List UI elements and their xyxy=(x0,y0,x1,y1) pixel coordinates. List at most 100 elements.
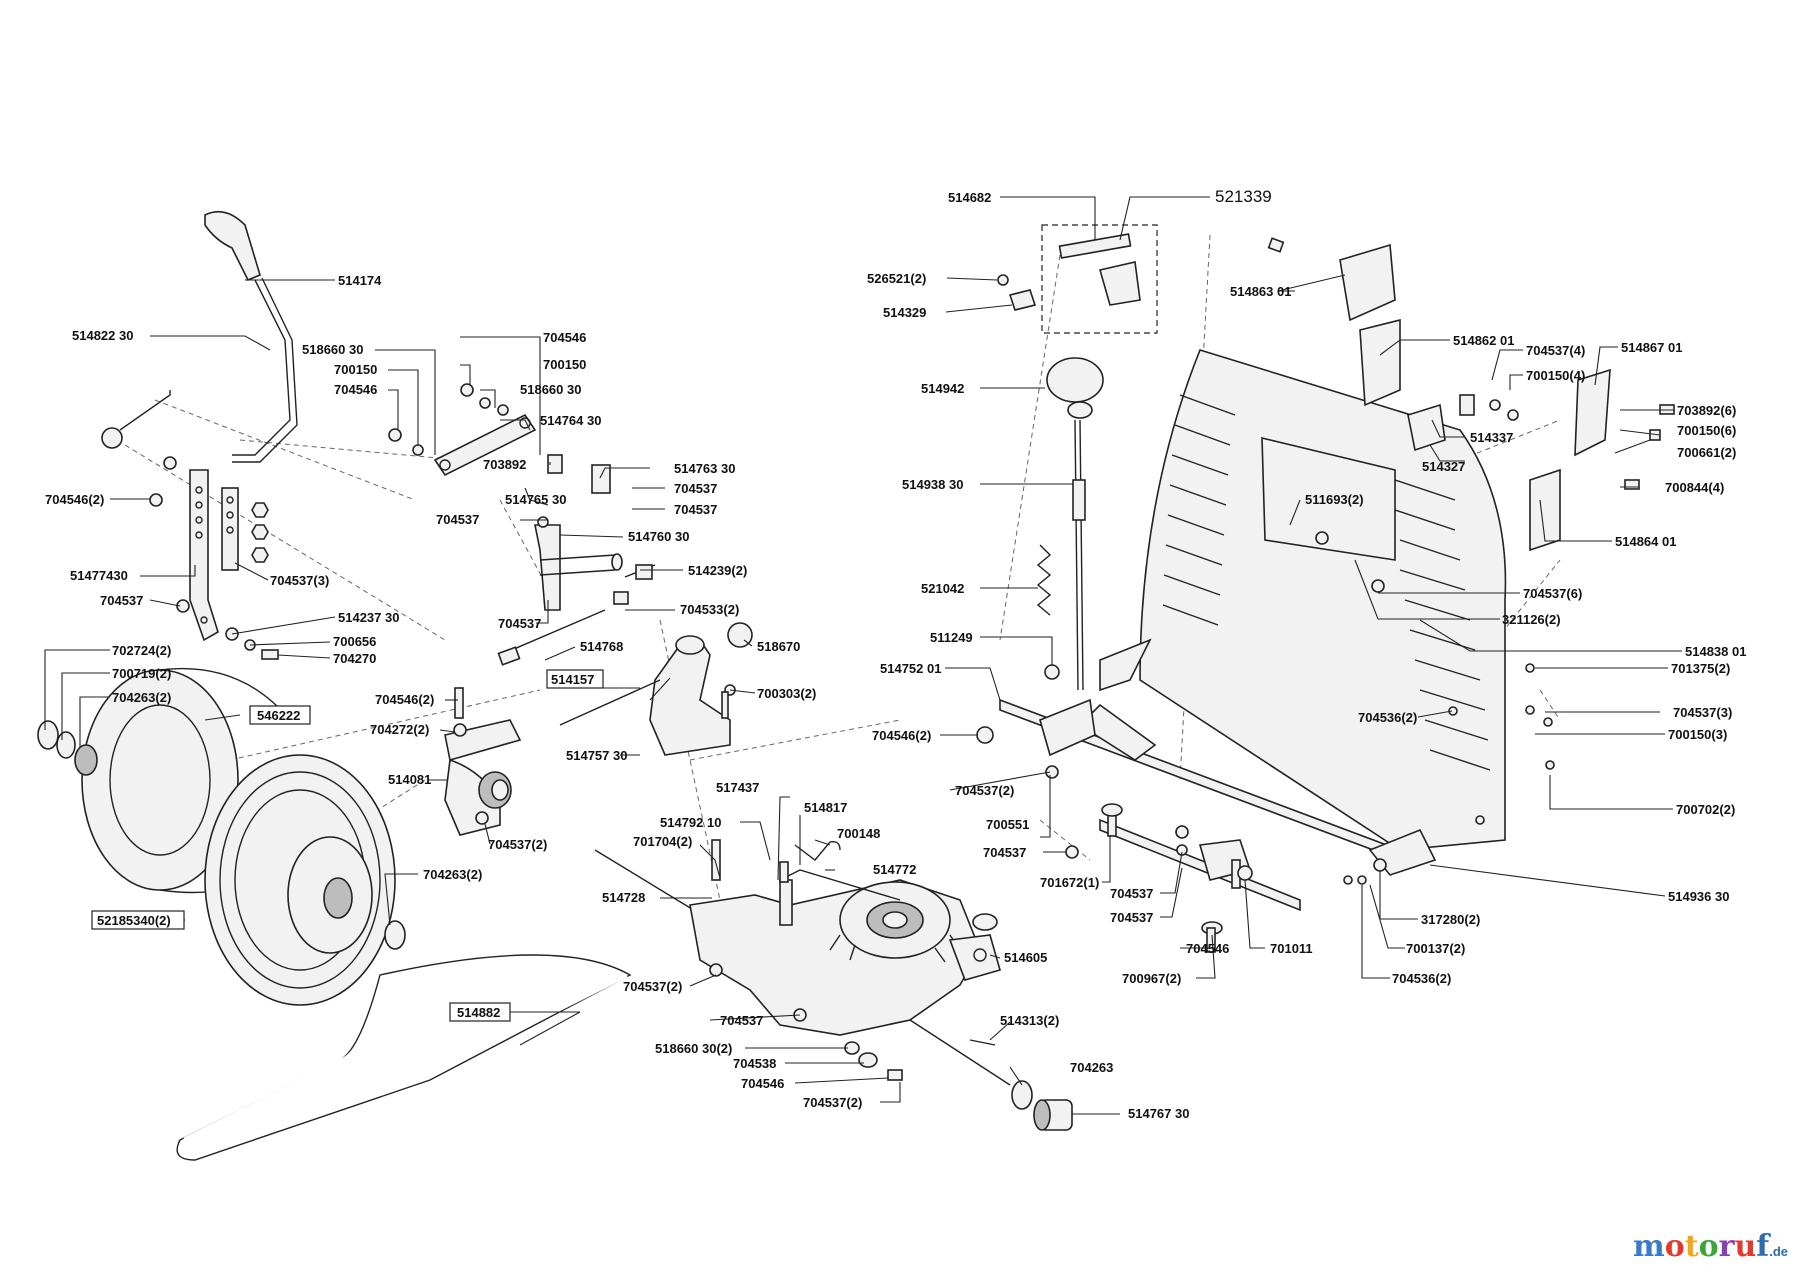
label-514863-01: 514863 01 xyxy=(1230,284,1291,299)
wheel-tire-front xyxy=(204,754,406,1006)
cable-514768 xyxy=(497,564,656,666)
label-514768: 514768 xyxy=(580,639,623,654)
wheel-washers xyxy=(37,720,98,776)
label-704546-d: 704546 xyxy=(1186,941,1229,956)
leader-lines xyxy=(44,196,1682,1115)
linkage-arm xyxy=(388,383,611,494)
label-514882: 514882 xyxy=(457,1005,500,1020)
label-514337: 514337 xyxy=(1470,430,1513,445)
label-700551: 700551 xyxy=(986,817,1029,832)
label-521042: 521042 xyxy=(921,581,964,596)
label-700719-2: 700719(2) xyxy=(112,666,171,681)
bushing-514767 xyxy=(1011,1080,1073,1131)
label-514792-10: 514792 10 xyxy=(660,815,721,830)
label-700656: 700656 xyxy=(333,634,376,649)
label-704546-2-c: 704546(2) xyxy=(872,728,931,743)
label-701672-1: 701672(1) xyxy=(1040,875,1099,890)
label-704546-2-b: 704546(2) xyxy=(375,692,434,707)
right-brackets xyxy=(1267,237,1675,552)
rear-hardware xyxy=(976,663,1555,953)
label-704546-c: 704546 xyxy=(741,1076,784,1091)
label-514605: 514605 xyxy=(1004,950,1047,965)
label-704537-3-b: 704537(3) xyxy=(1673,705,1732,720)
label-704537-2-b: 704537(2) xyxy=(623,979,682,994)
part-labels: 514174 514822 30 704546(2) 51477430 7045… xyxy=(45,187,1746,1121)
label-704537-h: 704537 xyxy=(1110,886,1153,901)
label-514760-30: 514760 30 xyxy=(628,529,689,544)
label-514174: 514174 xyxy=(338,273,382,288)
v-belt xyxy=(176,954,632,1161)
label-514862-01: 514862 01 xyxy=(1453,333,1514,348)
transaxle xyxy=(594,839,1011,1086)
label-704263-2-b: 704263(2) xyxy=(423,867,482,882)
label-704270: 704270 xyxy=(333,651,376,666)
handle-bracket xyxy=(189,469,219,642)
label-700661-2: 700661(2) xyxy=(1677,445,1736,460)
logo-letter-o2: o xyxy=(1698,1229,1719,1264)
label-514237-30: 514237 30 xyxy=(338,610,399,625)
label-700844-4: 700844(4) xyxy=(1665,480,1724,495)
label-700148: 700148 xyxy=(837,826,880,841)
label-514838-01: 514838 01 xyxy=(1685,644,1746,659)
logo-letter-t: t xyxy=(1684,1229,1699,1264)
bracket-514760 xyxy=(534,516,623,611)
label-511249: 511249 xyxy=(930,630,973,645)
label-514329: 514329 xyxy=(883,305,926,320)
logo-letter-u: u xyxy=(1734,1229,1757,1264)
label-700702-2: 700702(2) xyxy=(1676,802,1735,817)
label-700137-2: 700137(2) xyxy=(1406,941,1465,956)
label-704536-2-b: 704536(2) xyxy=(1392,971,1451,986)
label-514864-01: 514864 01 xyxy=(1615,534,1676,549)
label-514767-30: 514767 30 xyxy=(1128,1106,1189,1121)
label-700150-6: 700150(6) xyxy=(1677,423,1736,438)
label-704537-g: 704537 xyxy=(983,845,1026,860)
label-514327: 514327 xyxy=(1422,459,1465,474)
label-704537-b: 704537 xyxy=(674,481,717,496)
rear-panel-514838 xyxy=(1139,349,1507,851)
label-704263-2: 704263(2) xyxy=(112,690,171,705)
cable-end xyxy=(101,390,171,449)
boxed-label-frames xyxy=(91,669,604,1022)
label-514938-30: 514938 30 xyxy=(902,477,963,492)
label-700150-3: 700150(3) xyxy=(1668,727,1727,742)
label-704537-c: 704537 xyxy=(674,502,717,517)
leader-lines-right xyxy=(1361,884,1405,979)
label-700150-b: 700150 xyxy=(543,357,586,372)
label-514682: 514682 xyxy=(948,190,991,205)
label-704546-b: 704546 xyxy=(543,330,586,345)
label-704537-d: 704537 xyxy=(436,512,479,527)
logo-domain: .de xyxy=(1769,1244,1788,1259)
label-703892: 703892 xyxy=(483,457,526,472)
label-703892-6: 703892(6) xyxy=(1677,403,1736,418)
label-514764-30: 514764 30 xyxy=(540,413,601,428)
steering-handle xyxy=(204,210,298,571)
label-52185340-2: 52185340(2) xyxy=(97,913,171,928)
label-704537: 704537 xyxy=(100,593,143,608)
label-514822-30: 514822 30 xyxy=(72,328,133,343)
wheel-tire-rear xyxy=(81,667,291,894)
label-700150: 700150 xyxy=(334,362,377,377)
label-514936-30: 514936 30 xyxy=(1668,889,1729,904)
label-546222: 546222 xyxy=(257,708,300,723)
label-704537-2: 704537(2) xyxy=(488,837,547,852)
indicator-kit-box xyxy=(997,224,1158,334)
label-514757-30: 514757 30 xyxy=(566,748,627,763)
label-518660-30: 518660 30 xyxy=(302,342,363,357)
label-704536-2: 704536(2) xyxy=(1358,710,1417,725)
label-317280-2: 317280(2) xyxy=(1421,912,1480,927)
label-704546: 704546 xyxy=(334,382,377,397)
label-514313-2: 514313(2) xyxy=(1000,1013,1059,1028)
label-514867-01: 514867 01 xyxy=(1621,340,1682,355)
pillow-block-514081 xyxy=(444,687,522,836)
label-700967-2: 700967(2) xyxy=(1122,971,1181,986)
label-704537-i: 704537 xyxy=(1110,910,1153,925)
label-704272-2: 704272(2) xyxy=(370,722,429,737)
label-702724-2: 702724(2) xyxy=(112,643,171,658)
label-514817: 514817 xyxy=(804,800,847,815)
label-704533-2: 704533(2) xyxy=(680,602,739,617)
label-700150-4: 700150(4) xyxy=(1526,368,1585,383)
label-704546-2: 704546(2) xyxy=(45,492,104,507)
label-514157: 514157 xyxy=(551,672,594,687)
label-700303-2: 700303(2) xyxy=(757,686,816,701)
